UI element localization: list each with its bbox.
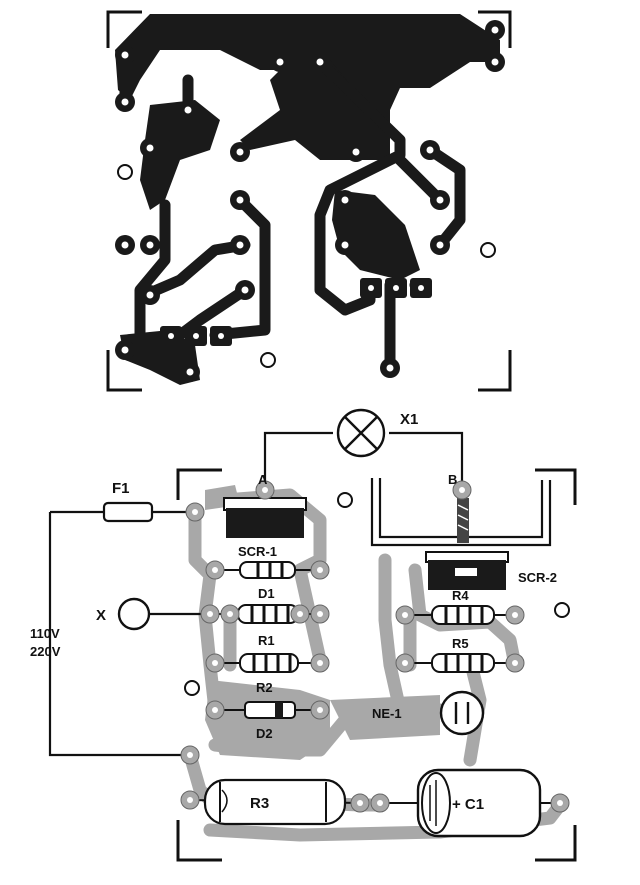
wiring xyxy=(48,431,464,757)
scr2 xyxy=(425,551,509,590)
component-layout: X1 A B F1 SCR-1 SCR-2 D1 R1 R2 D2 R4 R5 … xyxy=(30,408,577,862)
neon-lamp-ne1 xyxy=(439,690,485,736)
copper-foil-pattern xyxy=(106,10,512,392)
label-c1: + C1 xyxy=(452,796,484,813)
lamp-x1 xyxy=(336,408,386,458)
label-220v: 220V xyxy=(30,644,61,659)
label-r2: R2 xyxy=(256,680,273,695)
label-scr2: SCR-2 xyxy=(518,570,557,585)
label-r1: R1 xyxy=(258,633,275,648)
label-f1: F1 xyxy=(112,480,130,497)
label-110v: 110V xyxy=(30,626,60,641)
scr1 xyxy=(223,497,307,538)
resistor-r1-row xyxy=(210,653,325,673)
small-components xyxy=(210,561,520,719)
label-r3: R3 xyxy=(250,795,269,812)
copper-pads xyxy=(115,20,505,382)
terminal-x xyxy=(117,597,151,631)
component-pads xyxy=(180,480,570,813)
label-r5: R5 xyxy=(452,636,469,651)
label-b: B xyxy=(448,472,457,487)
label-r4: R4 xyxy=(452,588,469,603)
label-terminal-x: X xyxy=(96,607,106,624)
scr2-heatsink xyxy=(370,478,552,547)
label-ne1: NE-1 xyxy=(372,706,402,721)
resistor-r3 xyxy=(189,778,361,826)
label-x1: X1 xyxy=(400,411,418,428)
label-d2: D2 xyxy=(256,726,273,741)
fuse-f1 xyxy=(102,501,154,523)
resistor-r5 xyxy=(400,653,520,673)
resistor-r4 xyxy=(400,605,520,625)
diode-d2 xyxy=(215,701,320,719)
diode-row-1 xyxy=(210,561,325,579)
label-a: A xyxy=(258,472,268,487)
capacitor-c1 xyxy=(380,768,560,838)
label-d1: D1 xyxy=(258,586,275,601)
label-scr1: SCR-1 xyxy=(238,544,277,559)
